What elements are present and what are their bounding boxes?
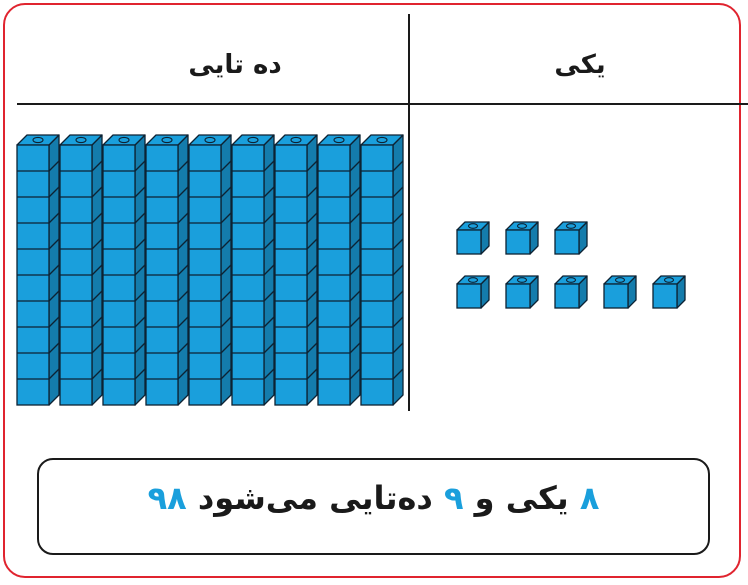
- tens-rod: [360, 134, 404, 406]
- tens-count: ۹: [443, 479, 464, 517]
- unit-cube: [505, 221, 539, 255]
- tens-rod: [16, 134, 60, 406]
- tens-rod: [59, 134, 103, 406]
- unit-cube: [456, 221, 490, 255]
- total-value: ۹۸: [147, 479, 187, 517]
- column-divider: [408, 14, 410, 411]
- tens-rod: [231, 134, 275, 406]
- card-frame: [3, 3, 741, 578]
- ones-column-header: یکی: [554, 50, 606, 80]
- unit-cube: [603, 275, 637, 309]
- tens-rod: [188, 134, 232, 406]
- header-divider: [17, 103, 748, 105]
- unit-cube: [554, 275, 588, 309]
- tens-rod: [274, 134, 318, 406]
- tens-rod: [102, 134, 146, 406]
- unit-cube: [554, 221, 588, 255]
- unit-cube: [456, 275, 490, 309]
- result-box: [37, 458, 710, 555]
- tens-rod: [145, 134, 189, 406]
- tens-rod: [317, 134, 361, 406]
- result-sentence: ۸ یکی و ۹ ده‌تایی می‌شود ۹۸: [37, 478, 710, 518]
- unit-cube: [505, 275, 539, 309]
- ones-word: یکی و: [474, 479, 569, 517]
- ones-count: ۸: [579, 479, 600, 517]
- unit-cube: [652, 275, 686, 309]
- tens-word: ده‌تایی می‌شود: [197, 479, 433, 517]
- tens-column-header: ده تایی: [188, 50, 282, 80]
